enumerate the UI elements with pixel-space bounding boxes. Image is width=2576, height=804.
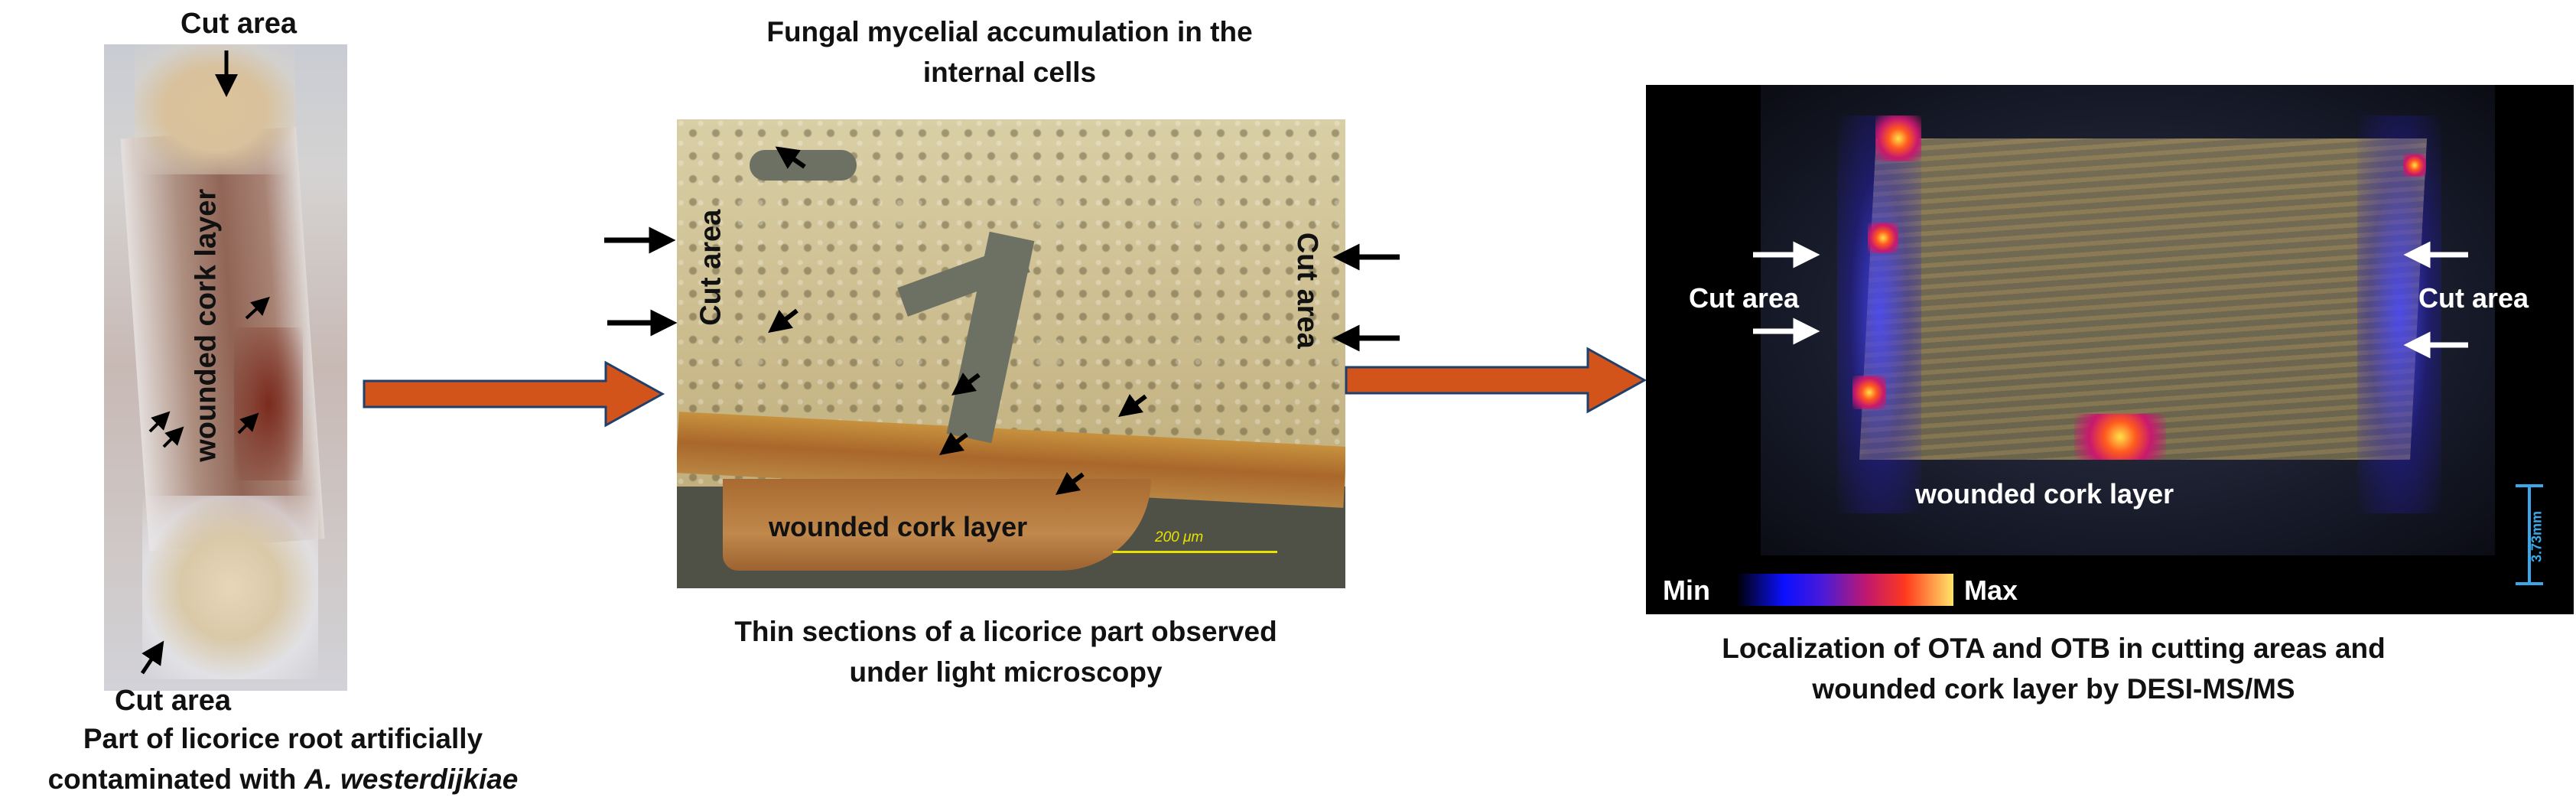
- arrow-icon: [148, 411, 171, 433]
- panel2-title-line2: internal cells: [922, 56, 1097, 88]
- panel2-title: Fungal mycelial accumulation in the inte…: [627, 12, 1392, 93]
- signal-left-edge: [1837, 116, 1921, 513]
- arrow-icon: [237, 412, 259, 435]
- hotspot: [1852, 376, 1886, 409]
- panel2-title-line1: Fungal mycelial accumulation in the: [766, 16, 1253, 47]
- panel2-caption-line2: under light microscopy: [849, 656, 1163, 688]
- arrow-icon: [939, 432, 968, 455]
- panel1-caption: Part of licorice root artificially conta…: [0, 719, 566, 799]
- panel1-arrows: [140, 50, 270, 675]
- micrograph: 200 μm wounded cork layer: [677, 119, 1345, 588]
- panel3-caption: Localization of OTA and OTB in cutting a…: [1652, 629, 2455, 709]
- panel3-arrows: [1753, 241, 2468, 359]
- arrow-icon: [768, 308, 798, 334]
- arrow-icon: [245, 296, 270, 320]
- top-cut-region: [135, 44, 295, 174]
- desi-scale-bar: [2528, 484, 2531, 584]
- licorice-root-photo: [104, 44, 347, 691]
- panel1-caption-line2: contaminated with A. westerdijkiae: [47, 763, 519, 795]
- root-stain: [234, 327, 303, 480]
- flow-arrow-2: [1345, 347, 1647, 414]
- panel1-top-cut-label: Cut area: [181, 8, 298, 40]
- desi-scale-bar-cap-bottom: [2516, 582, 2543, 585]
- arrow-icon: [1055, 472, 1085, 495]
- hotspot: [1875, 116, 1921, 161]
- signal-right-edge: [2357, 116, 2441, 513]
- arrow-icon: [775, 146, 806, 169]
- panel3-cork-label: wounded cork layer: [1915, 478, 2174, 509]
- panel3-caption-line1: Localization of OTA and OTB in cutting a…: [1722, 633, 2386, 664]
- arrow-icon: [1118, 394, 1147, 417]
- panel1-bottom-cut-label: Cut area: [115, 685, 232, 717]
- bottom-cut-region: [142, 496, 318, 679]
- intensity-colorbar: [1736, 574, 1953, 606]
- colorbar-min-label: Min: [1663, 575, 1710, 606]
- panel2-caption-line1: Thin sections of a licorice part observe…: [734, 616, 1277, 647]
- panel3-right-cut-label: Cut area: [2418, 282, 2529, 314]
- arrow-icon: [162, 426, 184, 448]
- arrow-icon: [951, 373, 981, 395]
- desi-scale-text: 3.73mm: [2529, 510, 2545, 563]
- arrow-icon: [140, 640, 164, 675]
- hotspot: [1868, 223, 1898, 253]
- flow-arrow-1: [363, 360, 665, 428]
- colorbar-max-label: Max: [1964, 575, 2018, 606]
- panel3-left-cut-label: Cut area: [1689, 282, 1800, 314]
- panel3-caption-line2: wounded cork layer by DESI-MS/MS: [1812, 672, 2295, 705]
- hotspot: [2074, 414, 2166, 460]
- scale-bar-line: [1113, 551, 1277, 553]
- panel2-arrows: [604, 146, 1400, 495]
- desi-scale-bar-cap-top: [2516, 484, 2543, 487]
- scale-bar-text: 200 μm: [1155, 529, 1204, 545]
- hotspot: [2403, 154, 2426, 177]
- desi-ms-image: Cut area Cut area wounded cork layer Min…: [1646, 85, 2574, 614]
- panel2-cork-label: wounded cork layer: [769, 511, 1028, 542]
- panel1-caption-line1: Part of licorice root artificially: [83, 723, 483, 754]
- panel2-caption: Thin sections of a licorice part observe…: [612, 612, 1400, 692]
